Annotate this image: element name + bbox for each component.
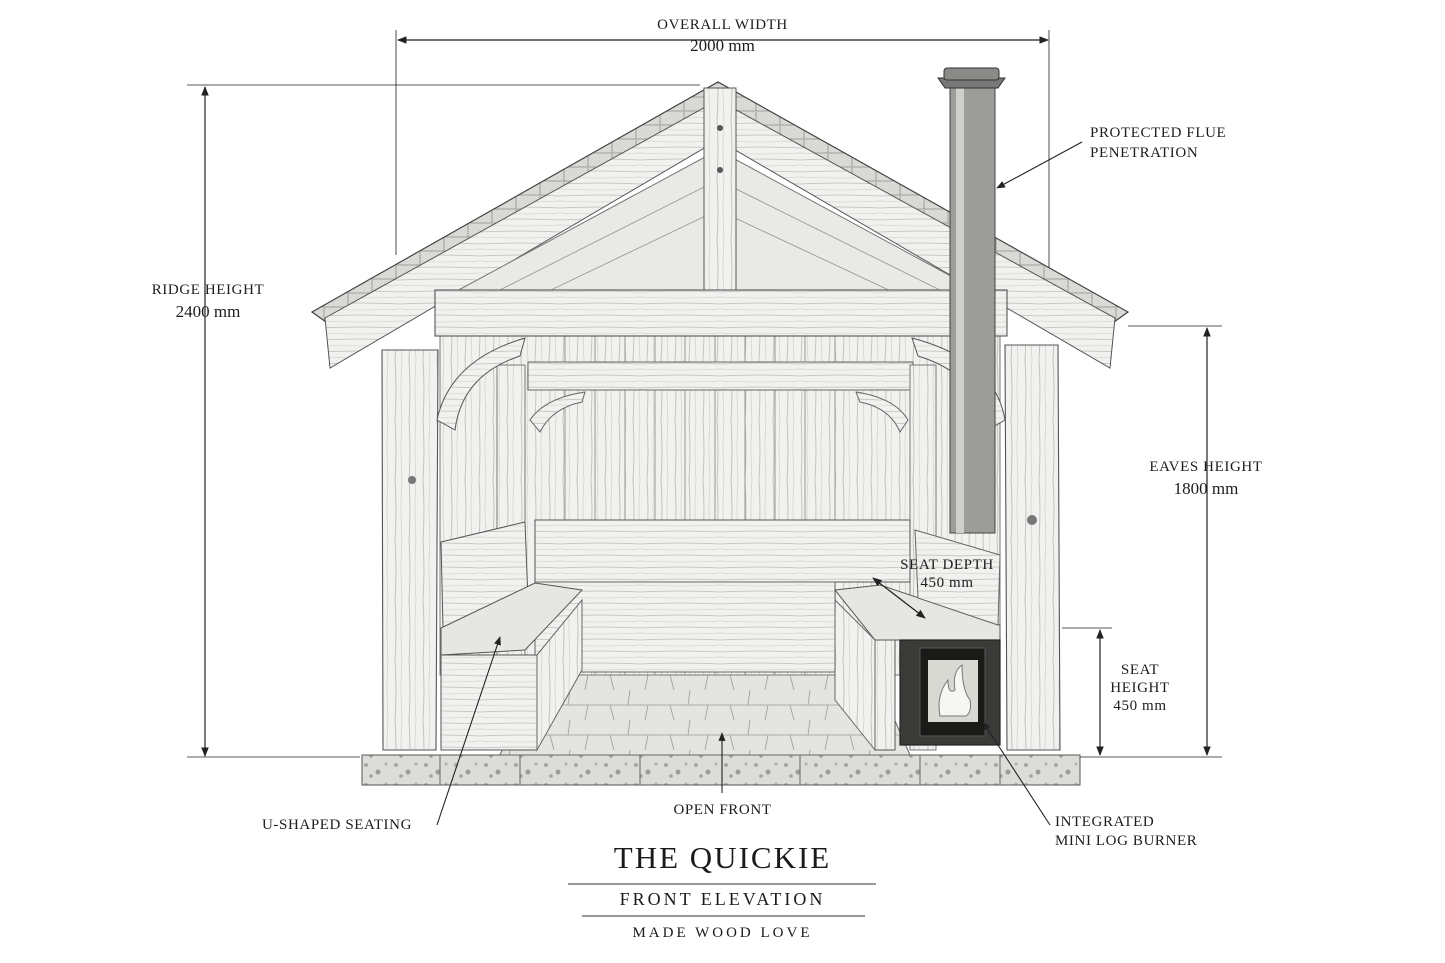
seat-depth-value: 450 mm bbox=[920, 575, 974, 591]
seat-height-value: 450 mm bbox=[1113, 698, 1167, 714]
seat-height-label-2: HEIGHT bbox=[1110, 680, 1170, 696]
open-front-callout: OPEN FRONT bbox=[673, 802, 772, 818]
flue-callout-line2: PENETRATION bbox=[1090, 145, 1199, 161]
eaves-height-value: 1800 mm bbox=[1173, 479, 1239, 498]
drawing-subtitle: FRONT ELEVATION bbox=[619, 889, 826, 909]
ridge-height-value: 2400 mm bbox=[175, 302, 241, 321]
seating-callout: U-SHAPED SEATING bbox=[262, 817, 413, 833]
brand-name: MADE WOOD LOVE bbox=[632, 925, 813, 941]
flue-pipe bbox=[937, 67, 1006, 534]
dimension-lines bbox=[187, 30, 1222, 758]
burner-callout-line2: MINI LOG BURNER bbox=[1055, 833, 1198, 849]
eaves-height-label: EAVES HEIGHT bbox=[1149, 459, 1263, 475]
stone-plinth bbox=[361, 754, 1081, 786]
burner-callout-line1: INTEGRATED bbox=[1055, 814, 1155, 830]
seat-height-label-1: SEAT bbox=[1120, 662, 1160, 678]
ridge-height-label: RIDGE HEIGHT bbox=[151, 282, 265, 298]
overall-width-value: 2000 mm bbox=[690, 36, 755, 55]
u-shaped-bench bbox=[440, 519, 1001, 752]
seat-depth-label: SEAT DEPTH bbox=[900, 557, 994, 573]
drawing-title: THE QUICKIE bbox=[613, 840, 832, 875]
flue-callout-line1: PROTECTED FLUE bbox=[1090, 125, 1227, 141]
callout-leaders bbox=[436, 141, 1083, 826]
overall-width-label: OVERALL WIDTH bbox=[657, 17, 788, 33]
mini-log-burner bbox=[899, 639, 1001, 746]
